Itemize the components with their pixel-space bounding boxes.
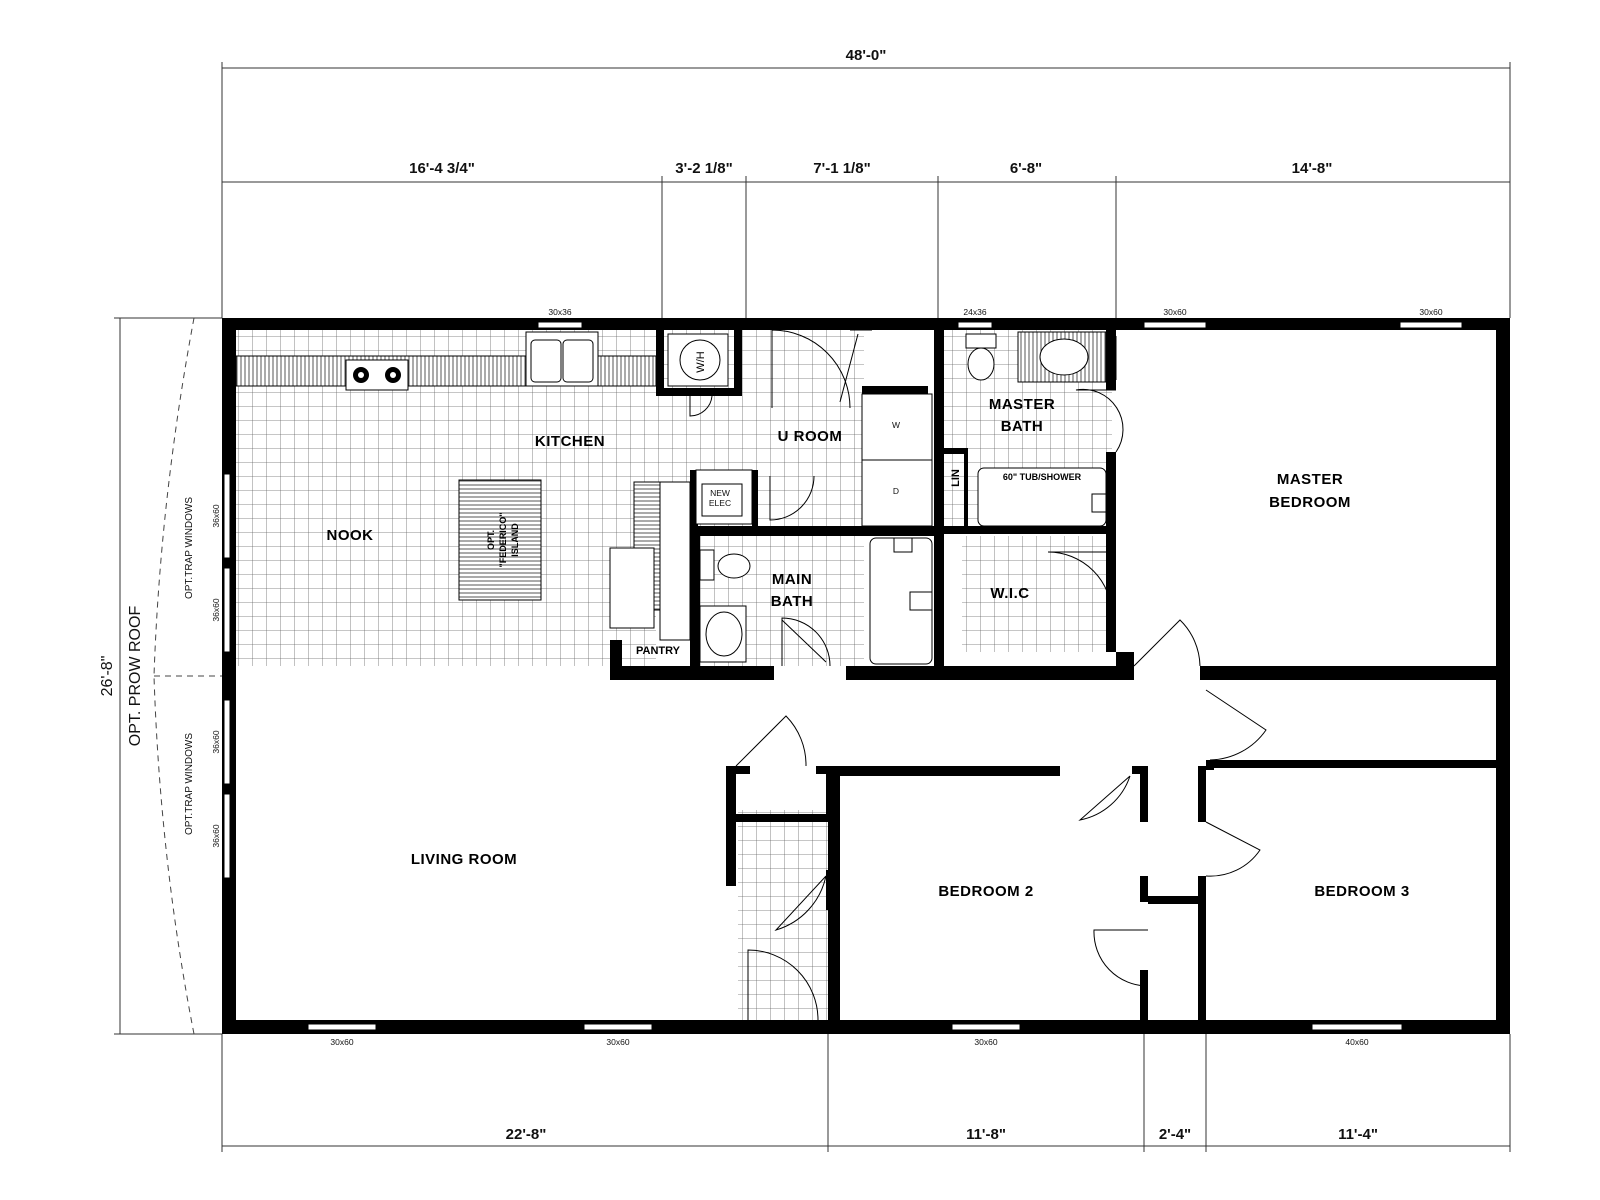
bottom-dimension-4: 11'-4" [1338,1126,1378,1143]
window-living-left-2: 36x60 [211,824,221,847]
trap-windows-note-lower: OPT.TRAP WINDOWS [184,733,195,835]
window-master-bath: 24x36 [963,307,986,317]
window-nook-1: 36x60 [211,504,221,527]
kitchen-counters [235,331,691,641]
room-label-uroom: U ROOM [778,428,843,445]
room-label-main-bath-1: MAIN [772,571,812,588]
washer-label: W [892,420,900,430]
room-label-wic: W.I.C [990,585,1029,602]
bottom-dimension-1: 22'-8" [506,1126,547,1143]
bottom-dimension-3: 2'-4" [1159,1126,1191,1143]
bottom-dimension-2: 11'-8" [966,1126,1006,1143]
window-bedroom2: 30x60 [974,1037,997,1047]
top-dimension-5: 14'-8" [1292,160,1333,177]
depth-dimension: 26'-8" [99,656,116,697]
room-label-living: LIVING ROOM [411,851,517,868]
room-label-nook: NOOK [327,527,374,544]
windows [223,321,1463,1031]
window-nook-2: 36x60 [211,598,221,621]
island-label-3: ISLAND [510,523,520,557]
room-label-master-bath-2: BATH [1001,418,1044,435]
room-label-master-bedroom-2: BEDROOM [1269,494,1351,511]
island-label-1: OPT. [486,530,496,550]
overall-width-dimension: 48'-0" [846,47,887,64]
elec-label-1: NEW [710,488,730,498]
dryer-label: D [893,486,899,496]
water-heater-label: W/H [695,351,707,372]
prow-roof-note: OPT. PROW ROOF [127,606,144,747]
top-dimension-3: 7'-1 1/8" [813,160,870,177]
window-living-bottom-1: 30x60 [330,1037,353,1047]
window-master-bed-1: 30x60 [1163,307,1186,317]
island-label-2: "FEDERICO" [498,512,508,567]
room-label-kitchen: KITCHEN [535,433,605,450]
room-label-master-bath-1: MASTER [989,396,1055,413]
window-living-bottom-2: 30x60 [606,1037,629,1047]
trap-windows-note-upper: OPT.TRAP WINDOWS [184,497,195,599]
top-dimension-2: 3'-2 1/8" [675,160,732,177]
window-bedroom3: 40x60 [1345,1037,1368,1047]
master-bath-fixtures [965,331,1107,527]
tub-shower-label: 60" TUB/SHOWER [1003,472,1082,482]
doors [689,329,1267,1021]
elec-label-2: ELEC [709,498,731,508]
top-dimension-1: 16'-4 3/4" [409,160,475,177]
room-label-bedroom3: BEDROOM 3 [1314,883,1409,900]
window-living-left-1: 36x60 [211,730,221,753]
top-dimension-4: 6'-8" [1010,160,1042,177]
window-master-bed-2: 30x60 [1419,307,1442,317]
room-label-bedroom2: BEDROOM 2 [938,883,1033,900]
room-label-master-bedroom-1: MASTER [1277,471,1343,488]
window-kitchen: 30x36 [548,307,571,317]
main-bath-fixtures [699,537,933,665]
room-label-main-bath-2: BATH [771,593,814,610]
room-label-pantry: PANTRY [636,645,681,657]
room-label-lin: LIN [950,469,962,487]
dimension-lines [114,62,1511,1152]
utility-fixtures [667,333,933,527]
